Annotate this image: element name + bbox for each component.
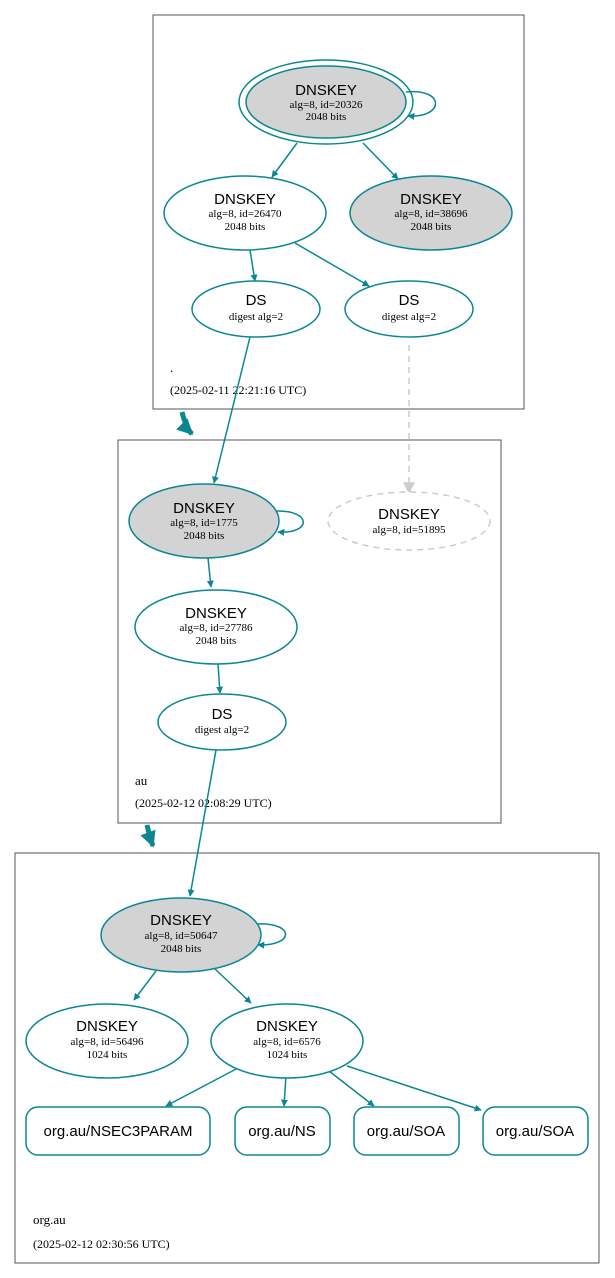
- zone-root-timestamp: (2025-02-11 22:21:16 UTC): [170, 383, 306, 397]
- node-line2: 2048 bits: [184, 530, 225, 542]
- node-rr-soa-1[interactable]: org.au/SOA: [353, 1106, 460, 1156]
- node-line1: alg=8, id=6576: [253, 1036, 321, 1048]
- edge-root-ksk-zsk2: [362, 142, 399, 180]
- zone-orgau-name: org.au: [33, 1212, 66, 1227]
- node-line1: alg=8, id=1775: [170, 517, 238, 529]
- node-title: DNSKEY: [185, 605, 247, 622]
- node-line1: digest alg=2: [382, 311, 436, 323]
- edge-org-zsk2-soa2: [346, 1065, 482, 1112]
- node-line1: alg=8, id=26470: [209, 208, 282, 220]
- edge-org-zsk2-soa1: [328, 1070, 375, 1107]
- delegation-arrow-root-au: [176, 411, 194, 436]
- node-root-zsk2[interactable]: DNSKEY alg=8, id=38696 2048 bits: [349, 175, 513, 251]
- edge-root-ksk-self: [405, 90, 437, 120]
- node-title: org.au/NSEC3PARAM: [44, 1123, 193, 1140]
- node-line1: alg=8, id=51895: [373, 524, 446, 536]
- node-rr-ns[interactable]: org.au/NS: [234, 1106, 331, 1156]
- node-title: DNSKEY: [76, 1018, 138, 1035]
- node-line1: alg=8, id=50647: [145, 930, 218, 942]
- node-title: DNSKEY: [256, 1018, 318, 1035]
- edge-au-zsk-ds: [216, 663, 224, 694]
- delegation-arrow-au-orgau: [140, 824, 156, 848]
- node-title: DNSKEY: [214, 191, 276, 208]
- node-title: DNSKEY: [173, 500, 235, 517]
- zone-orgau-box: [14, 852, 600, 1264]
- edge-root-zsk1-ds1: [249, 249, 258, 282]
- edge-org-zsk2-nsec3param: [165, 1067, 239, 1107]
- edge-org-ksk-self: [255, 923, 287, 949]
- edge-org-zsk2-ns: [280, 1075, 288, 1107]
- node-org-ksk[interactable]: DNSKEY alg=8, id=50647 2048 bits: [100, 897, 262, 973]
- node-line2: 2048 bits: [306, 111, 347, 123]
- edge-root-zsk1-ds2: [294, 242, 370, 287]
- node-line2: 2048 bits: [411, 221, 452, 233]
- zone-au-box: [117, 439, 502, 824]
- node-line2: 1024 bits: [87, 1049, 128, 1061]
- node-title: DS: [246, 292, 267, 309]
- node-title: DS: [399, 292, 420, 309]
- node-line1: alg=8, id=56496: [71, 1036, 144, 1048]
- node-root-ksk[interactable]: DNSKEY alg=8, id=20326 2048 bits: [238, 59, 414, 145]
- node-root-ds1[interactable]: DS digest alg=2: [191, 280, 321, 338]
- node-title: org.au/SOA: [367, 1123, 445, 1140]
- node-org-zsk1[interactable]: DNSKEY alg=8, id=56496 1024 bits: [25, 1003, 189, 1079]
- node-line2: 2048 bits: [161, 943, 202, 955]
- node-line1: alg=8, id=27786: [180, 622, 253, 634]
- node-rr-nsec3param[interactable]: org.au/NSEC3PARAM: [25, 1106, 211, 1156]
- node-title: DS: [212, 706, 233, 723]
- node-au-zsk[interactable]: DNSKEY alg=8, id=27786 2048 bits: [134, 589, 298, 665]
- node-title: DNSKEY: [378, 506, 440, 523]
- edge-org-ksk-zsk2: [214, 968, 252, 1004]
- zone-au-timestamp: (2025-02-12 02:08:29 UTC): [135, 796, 272, 810]
- node-line1: alg=8, id=20326: [290, 99, 363, 111]
- edge-org-ksk-zsk1: [133, 970, 157, 1001]
- node-au-ds[interactable]: DS digest alg=2: [157, 693, 287, 751]
- node-root-zsk1[interactable]: DNSKEY alg=8, id=26470 2048 bits: [163, 175, 327, 251]
- node-org-zsk2[interactable]: DNSKEY alg=8, id=6576 1024 bits: [210, 1003, 364, 1079]
- node-rr-soa-2[interactable]: org.au/SOA: [482, 1106, 589, 1156]
- node-title: DNSKEY: [400, 191, 462, 208]
- node-title: DNSKEY: [150, 912, 212, 929]
- node-line1: alg=8, id=38696: [395, 208, 468, 220]
- edge-au-ksk-zsk: [206, 557, 214, 588]
- node-title: DNSKEY: [295, 82, 357, 99]
- edge-root-ds1-au-ksk: [212, 336, 251, 484]
- node-root-ds2[interactable]: DS digest alg=2: [344, 280, 474, 338]
- zone-orgau-timestamp: (2025-02-12 02:30:56 UTC): [33, 1237, 170, 1251]
- node-au-ksk[interactable]: DNSKEY alg=8, id=1775 2048 bits: [128, 483, 280, 559]
- zone-root-name: .: [170, 360, 173, 375]
- node-line1: digest alg=2: [229, 311, 283, 323]
- node-title: org.au/SOA: [496, 1123, 574, 1140]
- edge-au-ds-org-ksk: [187, 749, 217, 897]
- edge-root-ksk-zsk1: [271, 142, 298, 178]
- node-line2: 1024 bits: [267, 1049, 308, 1061]
- zone-au-name: au: [135, 773, 148, 788]
- edge-au-ksk-self: [275, 510, 304, 536]
- node-line2: 2048 bits: [225, 221, 266, 233]
- node-line2: 2048 bits: [196, 635, 237, 647]
- node-title: org.au/NS: [248, 1123, 316, 1140]
- node-line1: digest alg=2: [195, 724, 249, 736]
- node-au-missing-key[interactable]: DNSKEY alg=8, id=51895: [327, 491, 491, 551]
- zone-root-box: [152, 14, 525, 410]
